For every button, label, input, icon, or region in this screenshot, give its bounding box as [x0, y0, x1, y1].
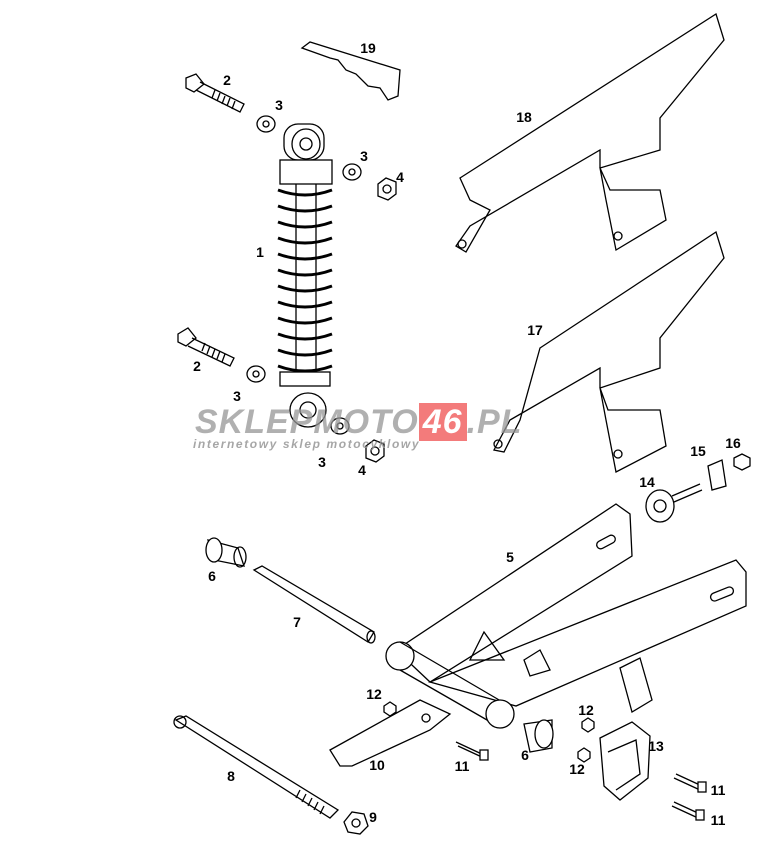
screw-11	[673, 773, 707, 793]
callout-label: 7	[293, 614, 301, 630]
buffer-14	[645, 483, 703, 523]
callout-label: 11	[454, 758, 470, 774]
callout-label: 2	[193, 358, 201, 374]
watermark-badge: 46	[418, 403, 467, 441]
callout-label: 8	[227, 768, 235, 784]
washer-3	[256, 115, 276, 133]
bushing-6-left	[205, 537, 247, 568]
callout-label: 3	[233, 388, 241, 404]
callout-label: 6	[521, 747, 529, 763]
callout-label: 3	[360, 148, 368, 164]
callout-label: 9	[369, 809, 377, 825]
nut-12	[383, 701, 397, 717]
callout-label: 14	[639, 474, 655, 490]
nut-9	[343, 811, 369, 835]
chain-guard-17	[493, 230, 725, 473]
sleeve-7	[252, 565, 375, 643]
washer-3	[246, 365, 266, 383]
callout-label: 12	[578, 702, 594, 718]
nut-12	[581, 717, 595, 733]
nut-12	[577, 747, 591, 763]
callout-label: 1	[256, 244, 264, 260]
washer-3	[342, 163, 362, 181]
guide-block-13	[599, 721, 651, 801]
screw-11	[671, 801, 705, 821]
callout-label: 17	[527, 322, 543, 338]
watermark-text: SKLEPMOTO	[195, 403, 419, 441]
nut-16	[733, 453, 751, 471]
hook-spanner	[300, 41, 401, 101]
washer-3	[330, 417, 350, 435]
bolt-2-top	[185, 73, 245, 113]
callout-label: 3	[318, 454, 326, 470]
axle-8	[173, 715, 340, 819]
bolt-2-lower	[177, 327, 235, 367]
callout-label: 15	[690, 443, 706, 459]
callout-label: 4	[396, 169, 404, 185]
bushing-6-right	[523, 719, 554, 753]
callout-label: 10	[369, 757, 385, 773]
callout-label: 11	[710, 812, 726, 828]
chain-guard-18	[455, 12, 725, 253]
callout-label: 12	[569, 761, 585, 777]
callout-label: 11	[710, 782, 726, 798]
shock-absorber-1	[277, 123, 333, 428]
callout-label: 19	[360, 40, 376, 56]
callout-label: 18	[516, 109, 532, 125]
callout-label: 3	[275, 97, 283, 113]
callout-label: 2	[223, 72, 231, 88]
bracket-15	[707, 459, 727, 491]
chain-slider-10	[329, 699, 452, 767]
callout-label: 12	[366, 686, 382, 702]
swingarm-5	[385, 503, 747, 729]
callout-label: 13	[648, 738, 664, 754]
nut-4	[377, 177, 397, 201]
callout-label: 5	[506, 549, 514, 565]
callout-label: 6	[208, 568, 216, 584]
nut-4	[365, 439, 385, 463]
callout-label: 4	[358, 462, 366, 478]
watermark-domain: .PL	[466, 403, 523, 441]
callout-label: 16	[725, 435, 741, 451]
watermark-subtitle: internetowy sklep motocyklowy	[193, 437, 421, 451]
screw-11	[455, 741, 489, 761]
